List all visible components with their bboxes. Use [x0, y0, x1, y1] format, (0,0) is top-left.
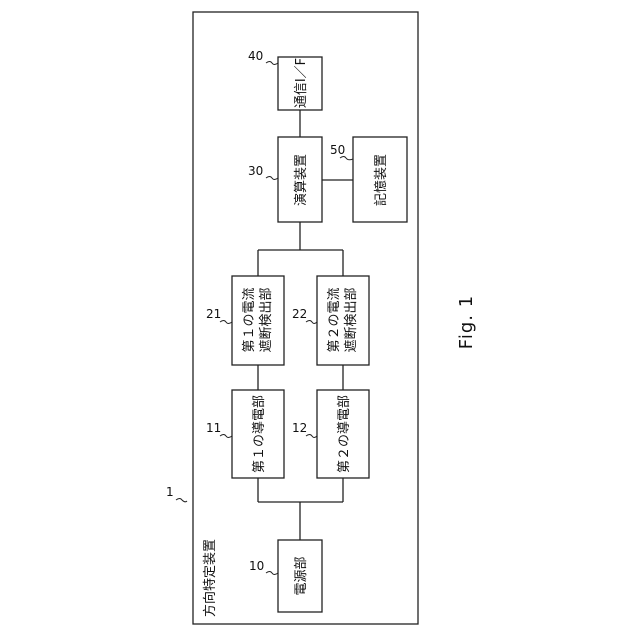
ref-device: 1 [166, 485, 174, 499]
figure-label: Fig. 1 [456, 295, 477, 349]
ref-power: 10 [249, 559, 264, 573]
ref-comm: 40 [248, 49, 263, 63]
ref-cpu: 30 [248, 164, 263, 178]
conductor1-label: 第１の導電部 [252, 395, 267, 473]
memory-label: 記憶装置 [373, 154, 389, 206]
comm-interface-label: 通信I／F [294, 58, 309, 108]
power-label: 電源部 [294, 556, 309, 595]
leader-device [176, 499, 187, 502]
detector1-label-line2: 遮断検出部 [258, 287, 274, 352]
ref-conductor1: 11 [206, 421, 221, 435]
device-title: 方向特定装置 [202, 539, 218, 617]
detector1-box [232, 276, 284, 365]
detector2-label-line1: 第２の電流 [327, 287, 342, 352]
detector1-label-line1: 第１の電流 [242, 287, 257, 352]
ref-detector2: 22 [292, 307, 307, 321]
ref-conductor2: 12 [292, 421, 307, 435]
detector2-label-line2: 遮断検出部 [343, 287, 359, 352]
ref-detector1: 21 [206, 307, 221, 321]
conductor2-label: 第２の導電部 [337, 395, 352, 473]
cpu-label: 演算装置 [293, 154, 309, 206]
detector2-box [317, 276, 369, 365]
ref-memory: 50 [330, 143, 345, 157]
